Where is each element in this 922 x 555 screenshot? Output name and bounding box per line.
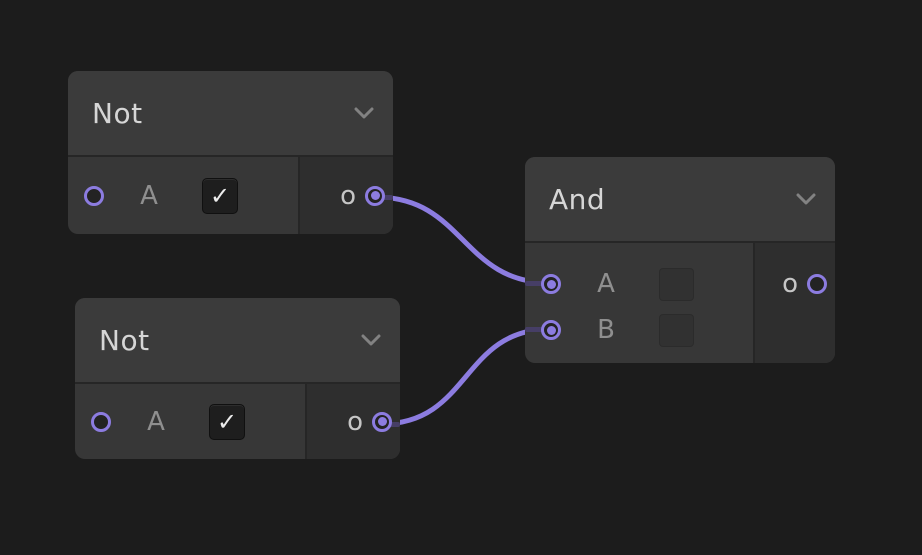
input-row-b: B bbox=[525, 307, 753, 353]
input-port-a[interactable] bbox=[541, 274, 561, 294]
input-row-a: A ✓ bbox=[75, 399, 305, 445]
output-port-o[interactable] bbox=[372, 411, 392, 432]
input-label: A bbox=[597, 269, 615, 299]
chevron-down-icon[interactable] bbox=[360, 333, 382, 347]
node-body: A B o bbox=[525, 243, 835, 363]
outputs-column: o bbox=[298, 157, 393, 234]
input-label: A bbox=[147, 406, 165, 437]
wire-stub bbox=[525, 281, 553, 286]
input-row-a: A bbox=[525, 261, 753, 307]
inputs-column: A B bbox=[525, 243, 753, 363]
output-label: o bbox=[782, 269, 798, 299]
wire-stub bbox=[525, 327, 553, 332]
node-title: Not bbox=[92, 96, 143, 130]
checkbox-b-disabled bbox=[659, 313, 694, 347]
wire-not1-to-and-a[interactable] bbox=[372, 194, 554, 286]
input-port-a[interactable] bbox=[91, 411, 111, 432]
output-row-o: o bbox=[307, 399, 400, 445]
node-body: A ✓ o bbox=[75, 384, 400, 459]
node-title: Not bbox=[99, 323, 150, 357]
node-body: A ✓ o bbox=[68, 157, 393, 234]
output-port-o[interactable] bbox=[807, 274, 827, 294]
node-not-2[interactable]: Not A ✓ o bbox=[75, 298, 400, 459]
input-port-a[interactable] bbox=[84, 185, 104, 206]
chevron-down-icon[interactable] bbox=[795, 192, 817, 206]
wire-not2-to-and-b[interactable] bbox=[378, 326, 554, 427]
output-port-o[interactable] bbox=[365, 185, 385, 206]
input-port-b[interactable] bbox=[541, 320, 561, 340]
chevron-down-icon[interactable] bbox=[353, 106, 375, 120]
outputs-column: o bbox=[753, 243, 835, 363]
inputs-column: A ✓ bbox=[75, 384, 305, 459]
input-row-a: A ✓ bbox=[68, 173, 298, 219]
node-title: And bbox=[549, 182, 606, 216]
node-and-header[interactable]: And bbox=[525, 157, 835, 243]
output-label: o bbox=[347, 406, 363, 437]
output-row-o: o bbox=[755, 261, 835, 307]
checkbox-a[interactable]: ✓ bbox=[202, 177, 238, 214]
node-not-1-header[interactable]: Not bbox=[68, 71, 393, 157]
checkbox-a[interactable]: ✓ bbox=[209, 403, 245, 440]
node-not-2-header[interactable]: Not bbox=[75, 298, 400, 384]
outputs-column: o bbox=[305, 384, 400, 459]
output-label: o bbox=[340, 180, 356, 211]
input-label: A bbox=[140, 180, 158, 211]
input-label: B bbox=[597, 315, 615, 345]
checkbox-a-disabled bbox=[659, 267, 694, 301]
node-and[interactable]: And A B o bbox=[525, 157, 835, 363]
node-not-1[interactable]: Not A ✓ o bbox=[68, 71, 393, 234]
output-row-o: o bbox=[300, 173, 393, 219]
inputs-column: A ✓ bbox=[68, 157, 298, 234]
